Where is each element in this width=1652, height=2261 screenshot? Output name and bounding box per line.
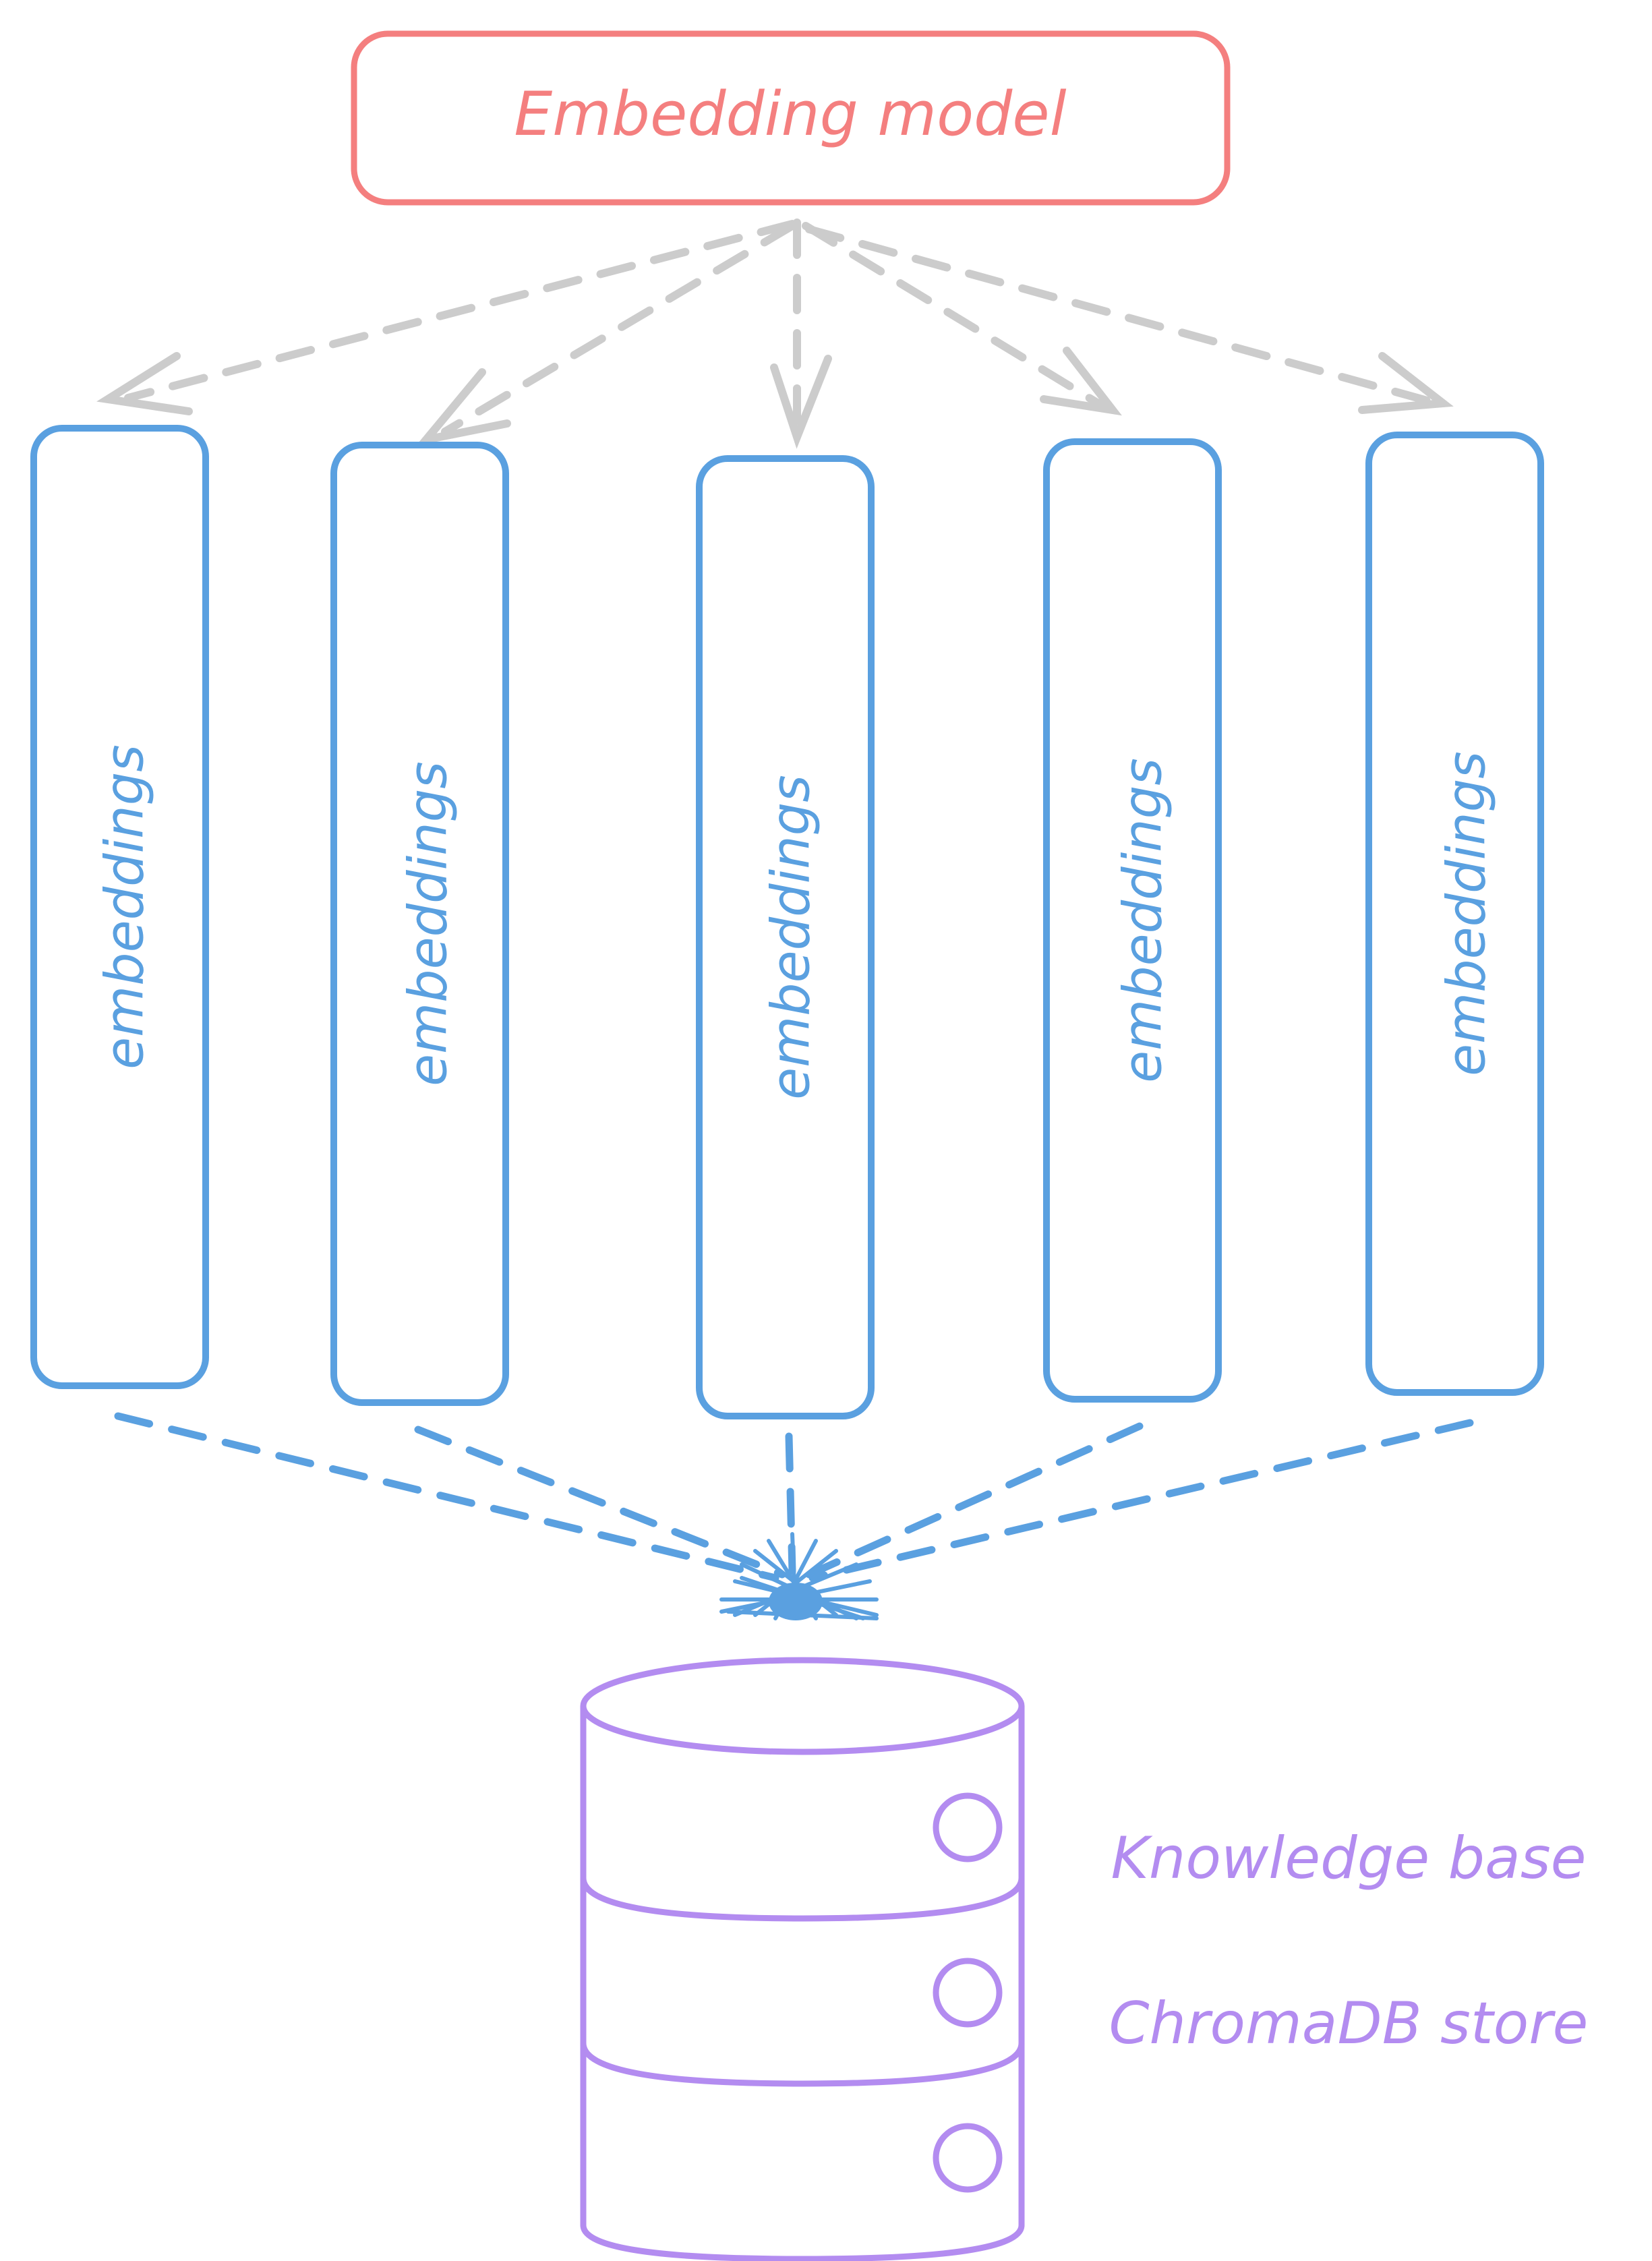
embeddings-label-1: embeddings bbox=[94, 744, 155, 1069]
model-to-embeddings-arrows bbox=[96, 218, 1454, 449]
chromadb-store-label: ChromaDB store bbox=[1109, 1990, 1589, 2057]
arrow-to-embeddings-1 bbox=[96, 220, 796, 415]
embeddings-box-4 bbox=[1043, 438, 1222, 1403]
embeddings-box-2 bbox=[330, 442, 509, 1406]
embeddings-label-3: embeddings bbox=[761, 775, 821, 1100]
database-divider-1 bbox=[580, 1877, 1025, 1922]
embeddings-column-2: embeddings bbox=[330, 442, 509, 1406]
embeddings-box-3 bbox=[696, 455, 875, 1419]
database-indicator-2 bbox=[933, 1958, 1003, 2028]
embeddings-box-5 bbox=[1365, 432, 1544, 1396]
database-body bbox=[580, 1706, 1025, 2261]
embeddings-column-3: embeddings bbox=[696, 455, 875, 1419]
arrow-to-embeddings-5 bbox=[805, 225, 1454, 414]
knowledge-base-label: Knowledge base bbox=[1111, 1825, 1586, 1892]
embeddings-link-5 bbox=[808, 1419, 1474, 1582]
database-cylinder-icon bbox=[580, 1657, 1025, 2261]
embeddings-column-1: embeddings bbox=[30, 425, 209, 1389]
embeddings-link-1 bbox=[114, 1412, 779, 1582]
arrow-to-embeddings-3 bbox=[770, 218, 832, 449]
embeddings-column-4: embeddings bbox=[1043, 438, 1222, 1403]
embeddings-columns: embeddings embeddings embeddings embeddi… bbox=[30, 425, 1544, 1419]
embeddings-link-4 bbox=[805, 1422, 1144, 1579]
arrow-to-embeddings-2 bbox=[415, 222, 796, 446]
embeddings-label-2: embeddings bbox=[398, 761, 459, 1086]
database-indicator-3 bbox=[933, 2123, 1003, 2193]
database-indicator-1 bbox=[933, 1792, 1003, 1862]
embeddings-link-2 bbox=[414, 1426, 786, 1579]
embeddings-column-5: embeddings bbox=[1365, 432, 1544, 1396]
embeddings-box-1 bbox=[30, 425, 209, 1389]
embeddings-label-4: embeddings bbox=[1113, 758, 1173, 1083]
convergence-burst-icon bbox=[719, 1532, 879, 1620]
database-divider-2 bbox=[580, 2043, 1025, 2087]
embedding-model-node: Embedding model bbox=[351, 30, 1231, 206]
database-top bbox=[580, 1657, 1025, 1755]
embedding-model-label: Embedding model bbox=[514, 79, 1066, 150]
embeddings-to-store-lines bbox=[114, 1412, 1474, 1582]
arrow-to-embeddings-4 bbox=[802, 222, 1122, 416]
embeddings-label-5: embeddings bbox=[1436, 751, 1497, 1076]
embedding-model-box bbox=[351, 30, 1231, 206]
